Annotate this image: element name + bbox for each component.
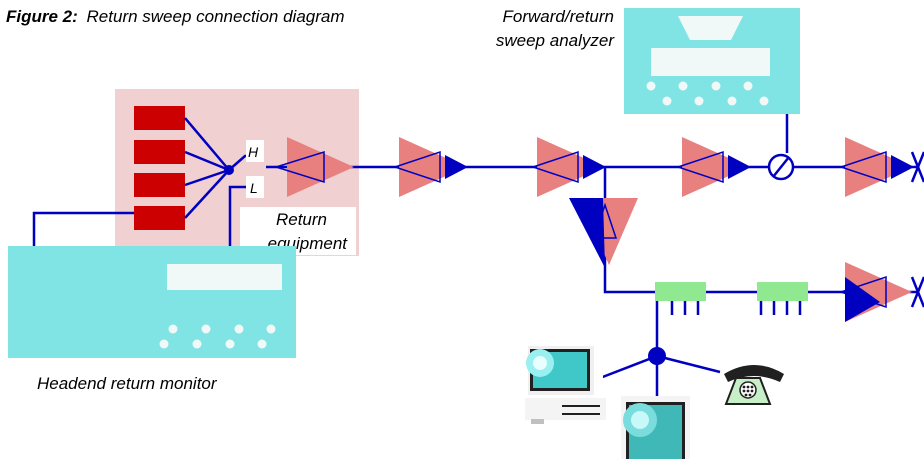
figure-title: Return sweep connection diagram <box>87 7 345 26</box>
amplifier-4 <box>838 137 914 197</box>
combiner-node <box>224 165 234 175</box>
return-equipment-rack: Return equipment H L <box>115 89 359 274</box>
headend-return-monitor <box>8 246 296 358</box>
transmitter-1 <box>134 106 185 130</box>
analyzer-display-top <box>678 16 743 40</box>
return-equipment-label-line1: Return <box>276 210 327 229</box>
analyzer-label-line1: Forward/return <box>503 7 614 26</box>
figure-caption: Figure 2: Return sweep connection diagra… <box>6 7 345 26</box>
transmitter-3 <box>134 173 185 197</box>
amplifier-headend <box>273 137 354 197</box>
computer-icon <box>525 342 606 424</box>
figure-number: Figure 2: <box>6 7 78 26</box>
monitor-icon <box>621 396 690 459</box>
amplifier-3 <box>675 137 751 197</box>
port-l-label: L <box>250 180 258 196</box>
transmitter-2 <box>134 140 185 164</box>
telephone-icon <box>724 365 784 405</box>
amplifier-1 <box>392 137 468 197</box>
analyzer-label-line2: sweep analyzer <box>496 31 615 50</box>
directional-coupler-icon <box>767 153 795 181</box>
line-ends <box>910 151 924 308</box>
transmitter-4 <box>134 206 185 230</box>
amplifier-5 <box>838 262 912 322</box>
subscriber-splitter <box>648 347 666 365</box>
sweep-analyzer <box>624 8 800 114</box>
monitor-screen <box>167 264 282 290</box>
tap-1 <box>655 282 706 315</box>
headend-monitor-label: Headend return monitor <box>37 374 218 393</box>
amplifier-2 <box>530 137 606 197</box>
tap-2 <box>757 282 808 315</box>
port-h-label: H <box>248 144 259 160</box>
analyzer-screen <box>651 48 770 76</box>
amplifier-branch-vertical <box>569 198 638 268</box>
